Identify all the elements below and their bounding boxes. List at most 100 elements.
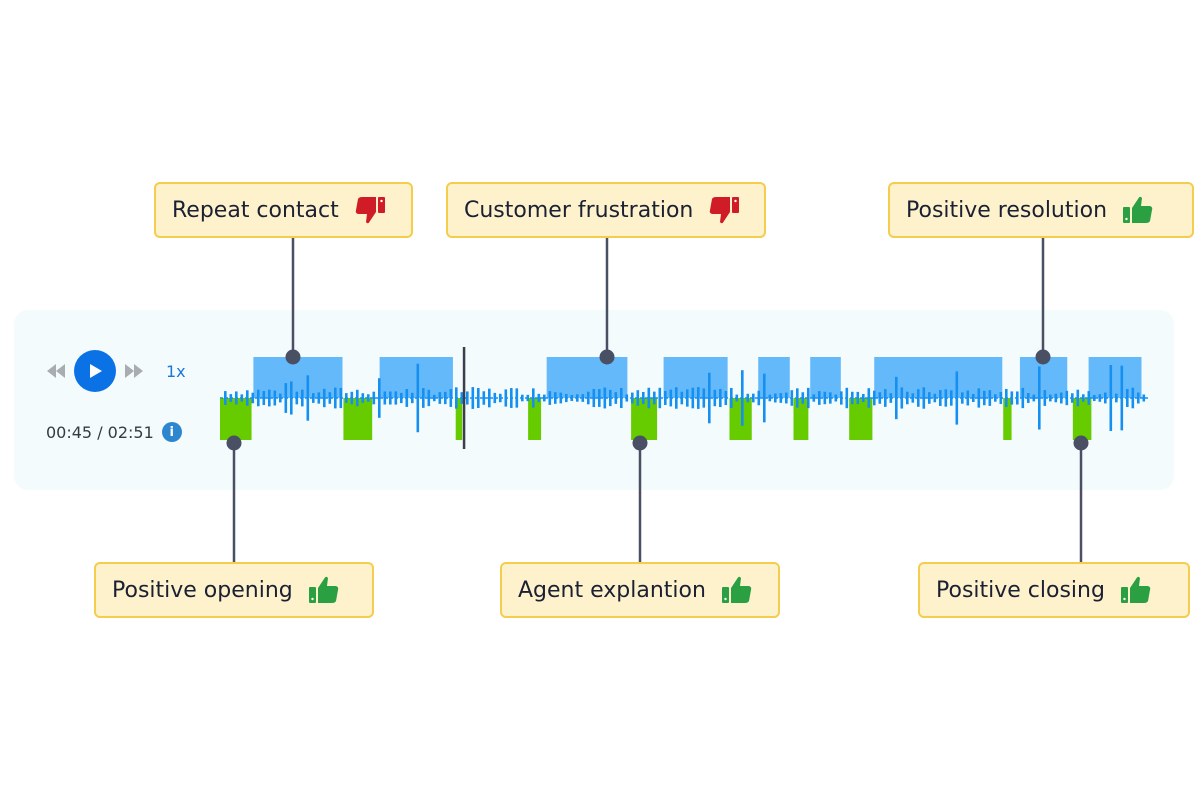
waveform-bar <box>565 393 568 403</box>
annotation-anchor-dot[interactable] <box>226 435 242 451</box>
waveform-bar <box>763 373 766 423</box>
waveform-bar <box>317 392 321 404</box>
waveform-bar <box>625 394 629 402</box>
fast-forward-button[interactable] <box>124 363 144 379</box>
time-readout: 00:45 / 02:51 <box>46 422 154 442</box>
waveform-bar <box>1010 391 1014 405</box>
waveform-bar <box>1137 392 1140 404</box>
waveform-bar <box>873 390 876 406</box>
waveform-bar <box>779 393 783 403</box>
waveform-bar <box>444 391 447 405</box>
waveform-bar <box>1082 394 1085 402</box>
waveform-bar <box>603 387 607 409</box>
waveform-bar <box>774 393 777 403</box>
playback-controls: 1x <box>46 350 186 392</box>
customer-speech-segment <box>793 398 809 440</box>
waveform-bar <box>917 389 920 407</box>
waveform-bar <box>911 393 915 403</box>
waveform-bar <box>746 393 750 403</box>
waveform-bar <box>521 394 524 402</box>
annotation-label[interactable]: Positive opening <box>94 562 374 618</box>
customer-speech-segment <box>1003 398 1012 440</box>
annotation-anchor-dot[interactable] <box>599 349 615 365</box>
waveform-bar <box>818 391 821 405</box>
customer-speech-segment <box>1072 398 1092 440</box>
annotation-label[interactable]: Customer frustration <box>446 182 766 238</box>
info-icon[interactable]: i <box>161 422 182 442</box>
waveform-bar <box>493 392 497 404</box>
annotation-label[interactable]: Agent explantion <box>500 562 780 618</box>
waveform-bar <box>372 391 376 405</box>
annotation-label[interactable]: Positive resolution <box>888 182 1194 238</box>
waveform-bar <box>1060 392 1063 404</box>
waveform-bar <box>939 390 942 406</box>
waveform-bar <box>642 391 645 405</box>
waveform-bar <box>510 388 513 408</box>
waveform-bar <box>1142 394 1146 402</box>
waveform-bar <box>526 394 530 402</box>
waveform-bar <box>1049 394 1052 402</box>
waveform-bar <box>532 388 535 408</box>
waveform-bar <box>268 389 271 407</box>
waveform-bar <box>614 392 618 404</box>
waveform-bar <box>994 394 997 402</box>
waveform-bar <box>581 394 585 402</box>
waveform-bar <box>862 393 865 403</box>
waveform-bar <box>730 387 733 409</box>
waveform-bar <box>554 392 557 404</box>
waveform-bar <box>933 393 937 403</box>
waveform-bar <box>438 392 442 404</box>
waveform-bar <box>411 392 414 404</box>
waveform-bar <box>587 391 590 405</box>
waveform-bar <box>878 392 882 404</box>
annotation-anchor-dot[interactable] <box>632 435 648 451</box>
waveform-bar <box>944 389 948 407</box>
waveform-bar <box>1109 365 1113 431</box>
playback-speed[interactable]: 1x <box>166 361 186 381</box>
agent-speech-segment <box>758 357 790 398</box>
thumbs-up-icon <box>720 575 754 605</box>
customer-speech-segment <box>528 398 542 440</box>
customer-speech-segment <box>455 398 463 440</box>
waveform-bar <box>548 391 552 405</box>
annotation-label[interactable]: Repeat contact <box>154 182 413 238</box>
waveform-bar <box>1038 366 1041 430</box>
waveform-bar <box>906 391 909 405</box>
agent-speech-segment <box>546 357 628 398</box>
waveform-bar <box>389 391 392 405</box>
waveform-bar <box>295 391 299 405</box>
play-button[interactable] <box>74 350 116 392</box>
waveform-bar <box>361 393 365 403</box>
waveform-bar <box>543 394 546 402</box>
agent-speech-segment <box>663 357 728 398</box>
waveform-bar <box>367 394 370 402</box>
waveform-bar <box>851 391 854 405</box>
waveform-bar <box>1005 388 1008 408</box>
waveform-bar <box>845 387 849 409</box>
annotation-anchor-dot[interactable] <box>285 349 301 365</box>
waveform-bar <box>422 388 425 408</box>
annotation-anchor-dot[interactable] <box>1073 435 1089 451</box>
waveform-bar <box>961 392 964 404</box>
waveform-bar <box>378 378 381 418</box>
waveform-bar <box>592 388 596 408</box>
annotation-label[interactable]: Positive closing <box>918 562 1190 618</box>
waveform-bar <box>620 387 623 409</box>
play-icon <box>90 364 102 378</box>
waveform-bar <box>757 390 761 406</box>
rewind-button[interactable] <box>46 363 66 379</box>
waveform-bar <box>400 392 403 404</box>
thumbs-down-icon <box>353 195 387 225</box>
thumbs-up-icon <box>1119 575 1153 605</box>
waveform-bar <box>1065 390 1069 406</box>
waveform-bar <box>922 387 926 409</box>
waveform-bar <box>972 394 975 402</box>
waveform-bar <box>1076 389 1080 407</box>
waveform-bar <box>702 388 706 408</box>
waveform-bar <box>664 391 667 405</box>
waveform-bar <box>675 387 678 409</box>
waveform-bar <box>1098 394 1102 402</box>
annotation-anchor-dot[interactable] <box>1035 349 1051 365</box>
waveform-bar <box>471 387 475 409</box>
